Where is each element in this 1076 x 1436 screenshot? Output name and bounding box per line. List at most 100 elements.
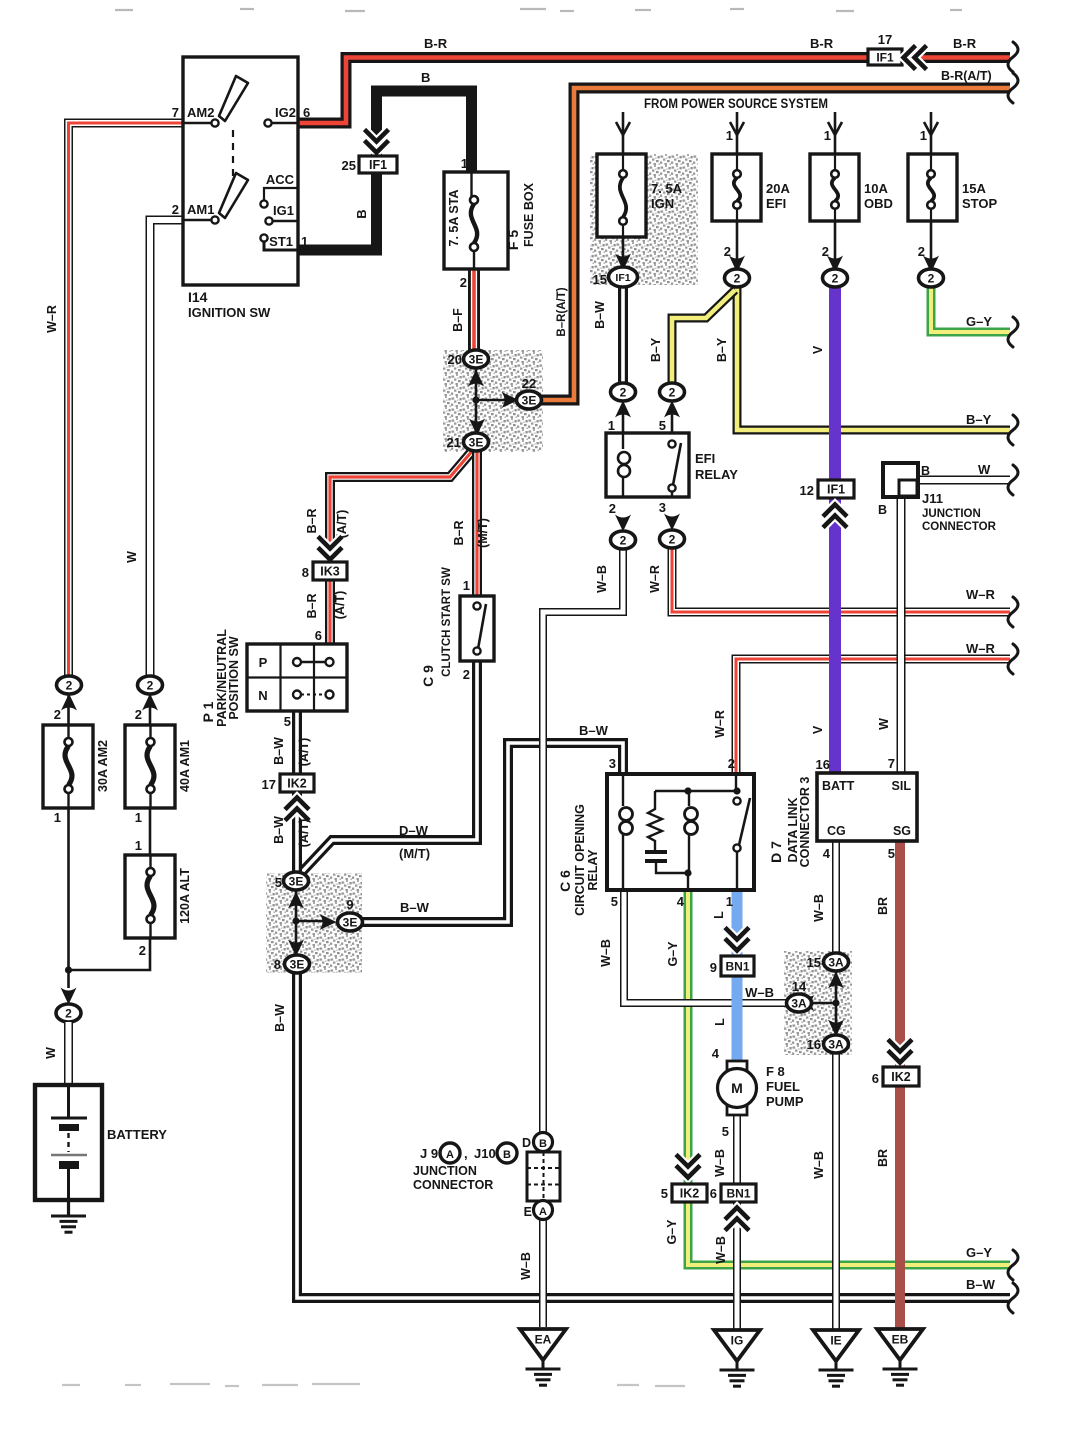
svg-text:2: 2 (139, 943, 146, 958)
svg-text:FUEL: FUEL (766, 1079, 800, 1094)
svg-text:1: 1 (135, 810, 142, 825)
svg-text:W–B: W–B (595, 565, 609, 593)
svg-text:IF1: IF1 (827, 483, 845, 497)
svg-text:4: 4 (823, 846, 831, 861)
svg-text:5: 5 (611, 894, 618, 909)
svg-text:,: , (464, 1146, 468, 1161)
svg-text:2: 2 (928, 271, 935, 285)
svg-text:P 1: P 1 (200, 701, 216, 722)
svg-text:7: 7 (888, 756, 895, 771)
svg-text:3: 3 (609, 756, 616, 771)
svg-text:B–W: B–W (273, 1004, 287, 1032)
svg-text:W–R: W–R (966, 587, 996, 602)
svg-text:1: 1 (726, 894, 733, 909)
svg-text:V: V (811, 725, 825, 734)
svg-text:3E: 3E (469, 435, 484, 449)
svg-text:2: 2 (669, 385, 676, 399)
svg-text:B: B (503, 1149, 511, 1161)
svg-text:B: B (878, 503, 887, 517)
svg-text:OBD: OBD (864, 196, 893, 211)
svg-text:3E: 3E (469, 352, 484, 366)
svg-text:(M/T): (M/T) (399, 846, 430, 861)
svg-text:6: 6 (303, 105, 310, 120)
svg-text:B: B (921, 464, 930, 478)
svg-text:CLUTCH START SW: CLUTCH START SW (441, 567, 453, 677)
svg-text:EA: EA (535, 1333, 552, 1347)
svg-text:2: 2 (620, 385, 627, 399)
svg-text:2: 2 (822, 244, 829, 259)
svg-text:B: B (354, 209, 369, 218)
svg-text:W–B: W–B (812, 894, 826, 922)
svg-text:5: 5 (275, 875, 282, 890)
svg-text:3E: 3E (522, 393, 537, 407)
svg-text:B–F: B–F (451, 308, 465, 332)
svg-text:B–Y: B–Y (715, 337, 729, 362)
svg-text:B–W: B–W (966, 1277, 996, 1292)
svg-text:IGNITION SW: IGNITION SW (188, 305, 271, 320)
svg-text:IE: IE (830, 1334, 841, 1348)
svg-text:1: 1 (54, 810, 61, 825)
svg-text:W–B: W–B (812, 1151, 826, 1179)
svg-text:W: W (877, 718, 891, 730)
svg-text:B–R: B–R (305, 508, 319, 533)
svg-text:G–Y: G–Y (666, 941, 680, 967)
svg-text:G–Y: G–Y (966, 1245, 992, 1260)
svg-text:B: B (539, 1138, 547, 1150)
svg-text:CG: CG (827, 824, 846, 838)
svg-text:(A/T): (A/T) (335, 510, 349, 538)
svg-text:D 7: D 7 (768, 841, 784, 863)
svg-text:C 9: C 9 (420, 665, 436, 687)
svg-text:BN1: BN1 (725, 959, 749, 973)
svg-text:(A/T): (A/T) (297, 819, 311, 847)
svg-text:IF1: IF1 (876, 50, 894, 64)
svg-text:1: 1 (920, 128, 927, 143)
svg-text:I14: I14 (188, 289, 208, 305)
svg-text:D: D (522, 1136, 531, 1150)
svg-text:V: V (811, 345, 825, 354)
svg-text:D–W: D–W (399, 823, 429, 838)
svg-text:10A: 10A (864, 181, 888, 196)
svg-text:IK2: IK2 (891, 1070, 911, 1084)
svg-text:G–Y: G–Y (665, 1219, 679, 1245)
svg-text:AM1: AM1 (187, 202, 214, 217)
svg-text:6: 6 (315, 628, 322, 643)
svg-text:B–W: B–W (272, 737, 286, 765)
svg-text:W–R: W–R (966, 641, 996, 656)
svg-text:16: 16 (816, 757, 830, 772)
svg-text:POSITION SW: POSITION SW (227, 636, 241, 720)
svg-text:30A AM2: 30A AM2 (96, 740, 110, 792)
svg-text:2: 2 (669, 532, 676, 546)
svg-text:3A: 3A (791, 996, 807, 1010)
svg-text:L: L (713, 1018, 727, 1026)
svg-text:RELAY: RELAY (695, 467, 738, 482)
svg-text:A: A (446, 1149, 454, 1161)
svg-text:B–W: B–W (400, 900, 430, 915)
svg-text:20A: 20A (766, 181, 790, 196)
svg-text:15: 15 (807, 955, 821, 970)
svg-text:2: 2 (66, 678, 73, 692)
svg-text:2: 2 (832, 271, 839, 285)
svg-text:IG1: IG1 (273, 203, 294, 218)
svg-text:BATTERY: BATTERY (107, 1127, 167, 1142)
svg-text:2: 2 (54, 707, 61, 722)
svg-text:F 5: F 5 (505, 230, 521, 250)
svg-text:2: 2 (172, 202, 179, 217)
svg-text:6: 6 (710, 1186, 717, 1201)
svg-text:1: 1 (301, 234, 308, 249)
svg-text:FUSE BOX: FUSE BOX (522, 182, 536, 247)
svg-text:B: B (421, 70, 430, 85)
svg-text:1: 1 (135, 838, 142, 853)
svg-text:J 9: J 9 (420, 1146, 438, 1161)
svg-text:SIL: SIL (892, 779, 912, 793)
svg-text:IGN: IGN (651, 196, 674, 211)
svg-text:DATA LINK: DATA LINK (786, 797, 800, 862)
svg-text:PUMP: PUMP (766, 1094, 804, 1109)
svg-text:16: 16 (807, 1037, 821, 1052)
svg-text:3A: 3A (828, 1037, 844, 1051)
svg-text:17: 17 (878, 32, 892, 47)
svg-text:BR: BR (876, 1149, 890, 1167)
svg-text:1: 1 (726, 128, 733, 143)
svg-text:2: 2 (147, 678, 154, 692)
svg-text:W–R: W–R (648, 565, 662, 593)
svg-text:3E: 3E (343, 915, 358, 929)
